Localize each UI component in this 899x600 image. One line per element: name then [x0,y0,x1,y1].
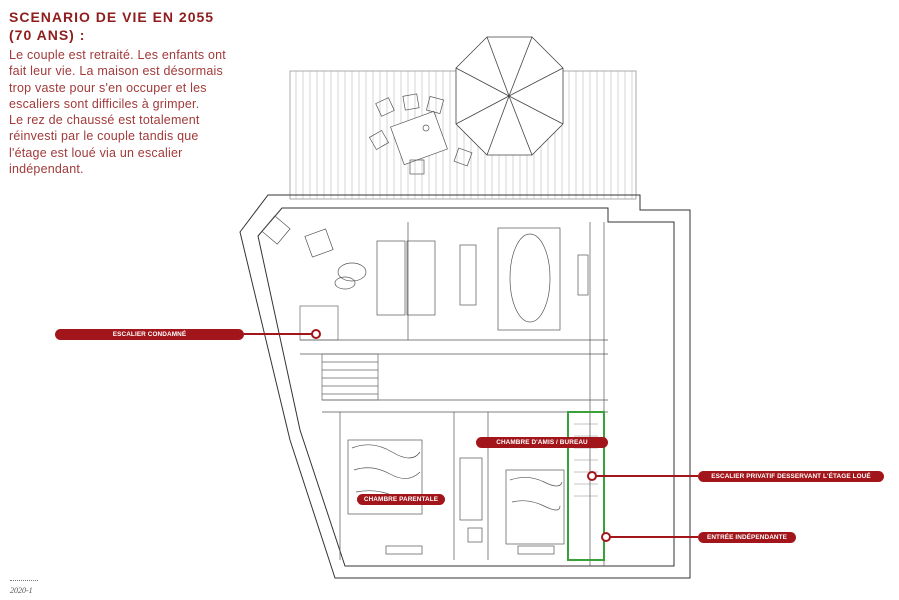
label-escalier-privatif: ESCALIER PRIVATIF DESSERVANT L'ÉTAGE LOU… [698,471,884,482]
scenario-description: Le couple est retraité. Les enfants ont … [9,47,234,177]
label-escalier-condamne: ESCALIER CONDAMNÉ [55,329,244,340]
parasol-icon [455,36,564,156]
bedroom-furniture [347,439,565,555]
footer-divider [10,580,38,581]
condemned-stairs [299,305,379,401]
private-staircase [567,411,605,561]
scenario-title-line1: SCENARIO DE VIE EN 2055 [9,9,215,25]
leader-markers [311,329,611,542]
house-walls [239,194,691,579]
description-paragraph-1: Le couple est retraité. Les enfants ont … [9,48,226,111]
label-chambre-parentale: CHAMBRE PARENTALE [357,494,445,505]
label-chambre-amis: CHAMBRE D'AMIS / BUREAU [476,437,608,448]
footer-year: 2020-1 [10,586,33,595]
description-paragraph-2: Le rez de chaussé est totalement réinves… [9,113,200,177]
living-furniture [261,215,589,331]
scenario-title-line2: (70 ANS) : [9,27,86,43]
label-entree-independante: ENTRÉE INDÉPENDANTE [698,532,796,543]
scenario-title: SCENARIO DE VIE EN 2055 (70 ANS) : [9,8,239,44]
outdoor-furniture [368,93,473,175]
leader-lines [244,333,698,538]
